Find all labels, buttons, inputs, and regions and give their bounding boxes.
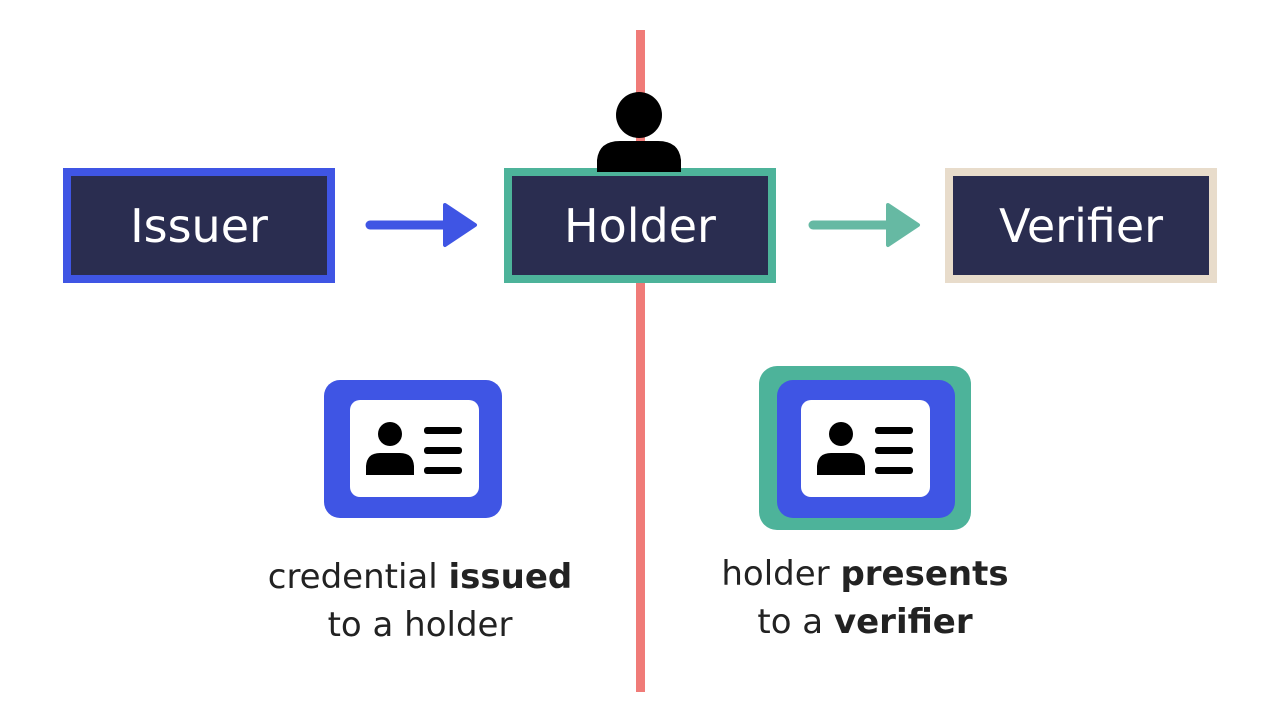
presents-caption-emphasis: presents	[840, 554, 1009, 594]
verifier-node: Verifier	[945, 168, 1217, 283]
issued-caption: credential issued to a holder	[220, 553, 620, 649]
holder-to-verifier-arrow	[808, 203, 920, 247]
presents-caption: holder presents to a verifier	[665, 550, 1065, 646]
presents-caption-text: holder	[721, 554, 841, 594]
id-card-icon	[324, 380, 502, 518]
person-icon	[597, 92, 681, 172]
presents-caption-emphasis-2: verifier	[833, 602, 973, 642]
holder-node: Holder	[504, 168, 776, 283]
issued-caption-emphasis: issued	[448, 557, 573, 597]
issuer-label: Issuer	[130, 198, 268, 253]
issuer-node: Issuer	[63, 168, 335, 283]
verifier-label: Verifier	[998, 198, 1164, 253]
issued-caption-line2: to a holder	[327, 605, 513, 645]
presents-caption-text-2: to a	[757, 602, 834, 642]
presents-caption-line2: to a verifier	[665, 598, 1065, 646]
presents-caption-line1: holder presents	[665, 550, 1065, 598]
presented-id-card-icon	[759, 366, 971, 530]
trust-boundary-divider	[636, 30, 645, 692]
issuer-to-holder-arrow	[365, 203, 477, 247]
issued-caption-line1: credential issued	[220, 553, 620, 601]
issued-caption-text: credential	[267, 557, 449, 597]
holder-label: Holder	[564, 198, 716, 253]
